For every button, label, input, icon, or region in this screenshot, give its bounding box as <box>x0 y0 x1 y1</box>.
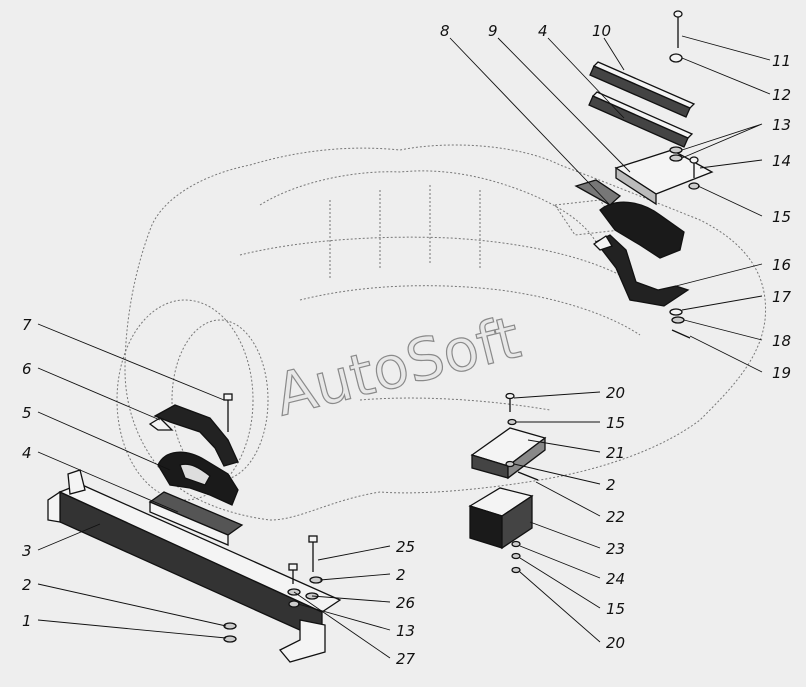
rubber-cushion <box>157 451 239 506</box>
callout-16: 16 <box>772 256 791 274</box>
callout-15: 15 <box>772 208 791 226</box>
callout-21: 21 <box>606 444 625 462</box>
watermark-text: AutoSoft <box>269 303 527 429</box>
callout-7: 7 <box>22 316 32 334</box>
callout-14: 14 <box>772 152 791 170</box>
callout-15: 15 <box>606 414 625 432</box>
callout-3: 3 <box>22 542 32 560</box>
callout-6: 6 <box>22 360 32 378</box>
callout-23: 23 <box>606 540 625 558</box>
upper-bracket <box>148 404 239 467</box>
callout-labels: 1 2 3 4 5 6 7 8 9 4 10 11 12 13 14 15 16… <box>22 22 792 668</box>
fasteners-front <box>505 392 539 574</box>
callout-18: 18 <box>772 332 791 350</box>
callout-24: 24 <box>606 570 625 588</box>
leader-lines <box>37 35 771 659</box>
cross-member <box>47 469 342 663</box>
bolt-27 <box>288 563 298 584</box>
callout-8: 8 <box>440 22 450 40</box>
callout-13: 13 <box>396 622 415 640</box>
callout-25: 25 <box>396 538 415 556</box>
callout-2: 2 <box>396 566 406 584</box>
callout-11: 11 <box>772 52 791 70</box>
front-cushion-block <box>468 487 534 550</box>
callout-15: 15 <box>606 600 625 618</box>
top-strips <box>588 61 696 148</box>
callout-5: 5 <box>22 404 32 422</box>
callout-2: 2 <box>22 576 32 594</box>
callout-17: 17 <box>772 288 792 306</box>
callout-1: 1 <box>22 612 32 630</box>
callout-22: 22 <box>606 508 625 526</box>
callout-13: 13 <box>772 116 791 134</box>
front-support <box>470 427 547 480</box>
callout-20: 20 <box>606 384 625 402</box>
callout-19: 19 <box>772 364 791 382</box>
fasteners-right <box>669 308 691 339</box>
lower-pad <box>148 491 244 546</box>
callout-2: 2 <box>606 476 616 494</box>
bolt-25 <box>308 535 318 572</box>
callout-27: 27 <box>396 650 416 668</box>
callout-12: 12 <box>772 86 791 104</box>
bolt-7 <box>223 393 233 432</box>
callout-26: 26 <box>396 594 415 612</box>
fasteners-top-right <box>669 10 700 190</box>
washers-left <box>223 576 323 643</box>
callout-10: 10 <box>592 22 611 40</box>
callout-4: 4 <box>538 22 548 40</box>
callout-9: 9 <box>488 22 498 40</box>
callout-20: 20 <box>606 634 625 652</box>
upper-pad <box>614 149 714 206</box>
callout-4: 4 <box>22 444 32 462</box>
